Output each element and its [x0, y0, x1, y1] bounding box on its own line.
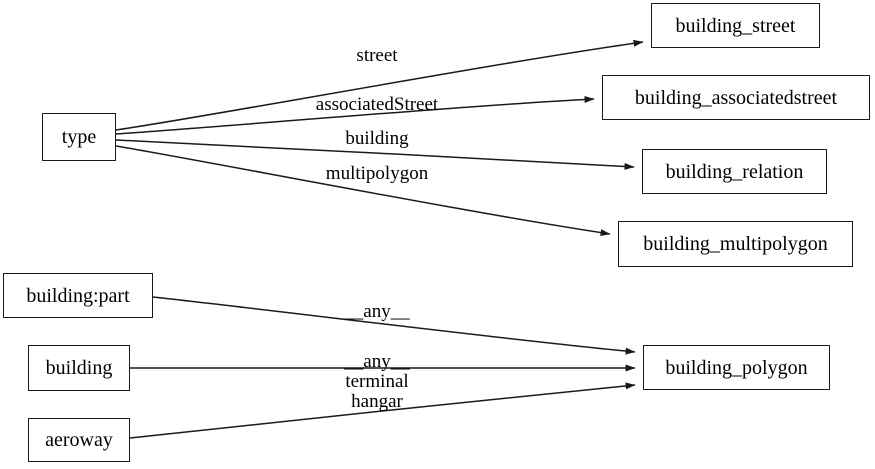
edge-building_part-to-building_polygon — [152, 296, 636, 355]
node-label: building_polygon — [665, 356, 808, 379]
edge-aeroway-to-building_polygon — [129, 382, 636, 439]
node-building_multipolygon[interactable]: building_multipolygon — [618, 221, 853, 267]
node-label: building_associatedstreet — [634, 86, 838, 109]
edge-label-line: building — [345, 128, 409, 150]
edge-label-type-to-building_street: street — [356, 46, 397, 66]
node-building_street[interactable]: building_street — [651, 3, 820, 48]
edge-label-type-to-building_relation: building — [345, 129, 408, 149]
edge-type-to-building_associatedstreet — [115, 96, 595, 135]
node-building_relation[interactable]: building_relation — [642, 149, 827, 194]
node-label: building — [45, 357, 113, 379]
edges-group — [115, 39, 644, 439]
node-type[interactable]: type — [42, 113, 116, 161]
node-label: type — [61, 126, 97, 148]
edge-type-to-building_street — [115, 39, 644, 131]
node-label: building_street — [675, 14, 796, 37]
edge-label-line: __any__ — [344, 351, 410, 373]
edge-label-line: terminal — [345, 371, 409, 393]
edge-label-line: __any__ — [344, 301, 410, 323]
node-building[interactable]: building — [28, 345, 130, 391]
edge-label-building_part-to-building_polygon: __any__ — [344, 302, 409, 322]
node-label: building_relation — [665, 160, 804, 183]
edge-type-to-building_multipolygon — [115, 145, 611, 237]
edge-label-line: street — [356, 45, 398, 67]
node-label: building_multipolygon — [643, 233, 828, 255]
node-building_polygon[interactable]: building_polygon — [643, 345, 830, 390]
edge-label-type-to-building_multipolygon: multipolygon — [326, 164, 428, 184]
edge-label-line: multipolygon — [325, 163, 429, 185]
edge-type-to-building_relation — [115, 139, 635, 170]
edge-label-type-to-building_associatedstreet: associatedStreet — [316, 95, 438, 115]
node-building_associatedstreet[interactable]: building_associatedstreet — [602, 75, 870, 120]
edge-label-line: hangar — [351, 391, 403, 412]
edge-label-building-to-building_polygon: __any__ — [344, 352, 409, 372]
node-label: aeroway — [45, 429, 113, 451]
node-label: building:part — [26, 284, 130, 307]
node-aeroway[interactable]: aeroway — [28, 418, 130, 462]
edge-label-line: associatedStreet — [315, 94, 439, 116]
node-building_part[interactable]: building:part — [3, 273, 153, 318]
